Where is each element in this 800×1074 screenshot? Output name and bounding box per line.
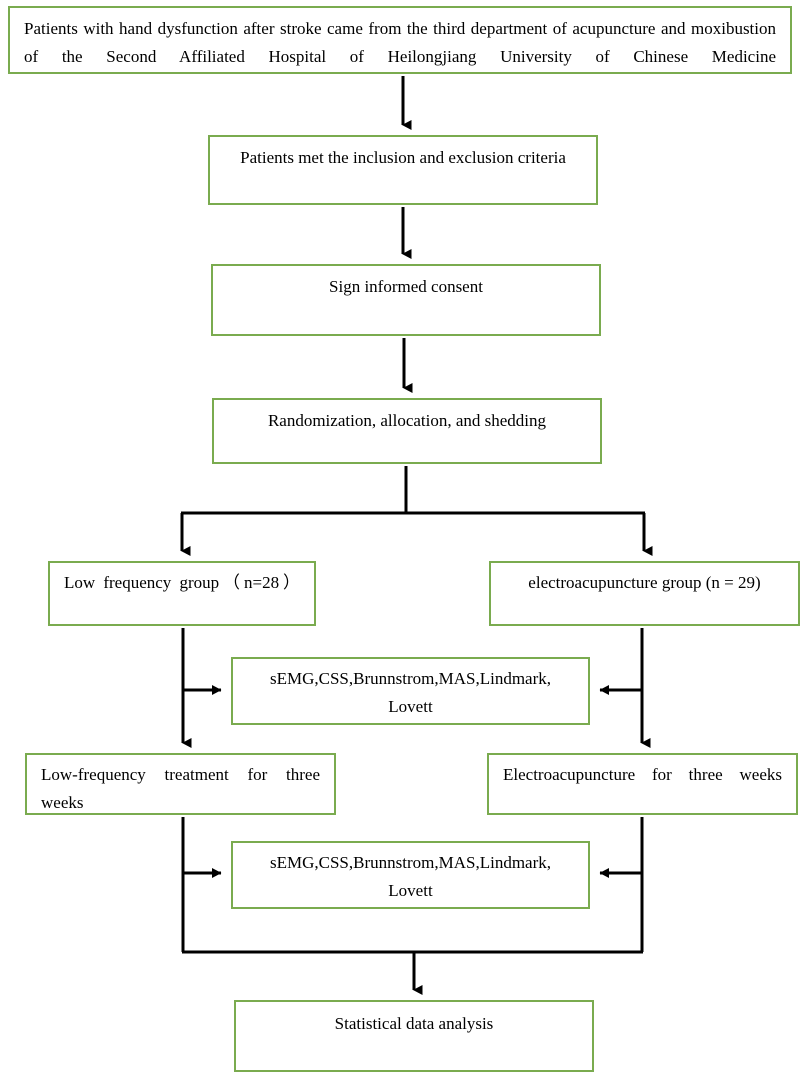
- node-patient-source-label: Patients with hand dysfunction after str…: [24, 19, 781, 66]
- node-inclusion-exclusion-criteria: Patients met the inclusion and exclusion…: [208, 135, 598, 205]
- node-low-frequency-group-label: Low frequency group（n=28）: [64, 573, 300, 592]
- node-statistical-analysis: Statistical data analysis: [234, 1000, 594, 1072]
- node-statistical-analysis-label: Statistical data analysis: [334, 1014, 494, 1033]
- node-low-frequency-treatment: Low-frequency treatment for three weeks: [25, 753, 336, 815]
- node-baseline-assessment: sEMG,CSS,Brunnstrom,MAS,Lindmark, Lovett: [231, 657, 590, 725]
- node-randomization: Randomization, allocation, and shedding: [212, 398, 602, 464]
- node-low-frequency-treatment-label: Low-frequency treatment for three weeks: [41, 765, 325, 812]
- node-low-frequency-group: Low frequency group（n=28）: [48, 561, 316, 626]
- node-informed-consent-label: Sign informed consent: [329, 277, 483, 296]
- node-baseline-assessment-label: sEMG,CSS,Brunnstrom,MAS,Lindmark, Lovett: [270, 669, 556, 716]
- node-randomization-label: Randomization, allocation, and shedding: [267, 411, 547, 430]
- node-patient-source: Patients with hand dysfunction after str…: [8, 6, 792, 74]
- node-post-treatment-assessment: sEMG,CSS,Brunnstrom,MAS,Lindmark, Lovett: [231, 841, 590, 909]
- node-post-treatment-assessment-label: sEMG,CSS,Brunnstrom,MAS,Lindmark, Lovett: [270, 853, 556, 900]
- node-electroacupuncture-group: electroacupuncture group (n = 29): [489, 561, 800, 626]
- node-electroacupuncture-treatment-label: Electroacupuncture for three weeks: [503, 765, 782, 784]
- node-electroacupuncture-treatment: Electroacupuncture for three weeks: [487, 753, 798, 815]
- node-informed-consent: Sign informed consent: [211, 264, 601, 336]
- node-electroacupuncture-group-label: electroacupuncture group (n = 29): [528, 573, 761, 592]
- node-inclusion-exclusion-criteria-label: Patients met the inclusion and exclusion…: [240, 148, 566, 167]
